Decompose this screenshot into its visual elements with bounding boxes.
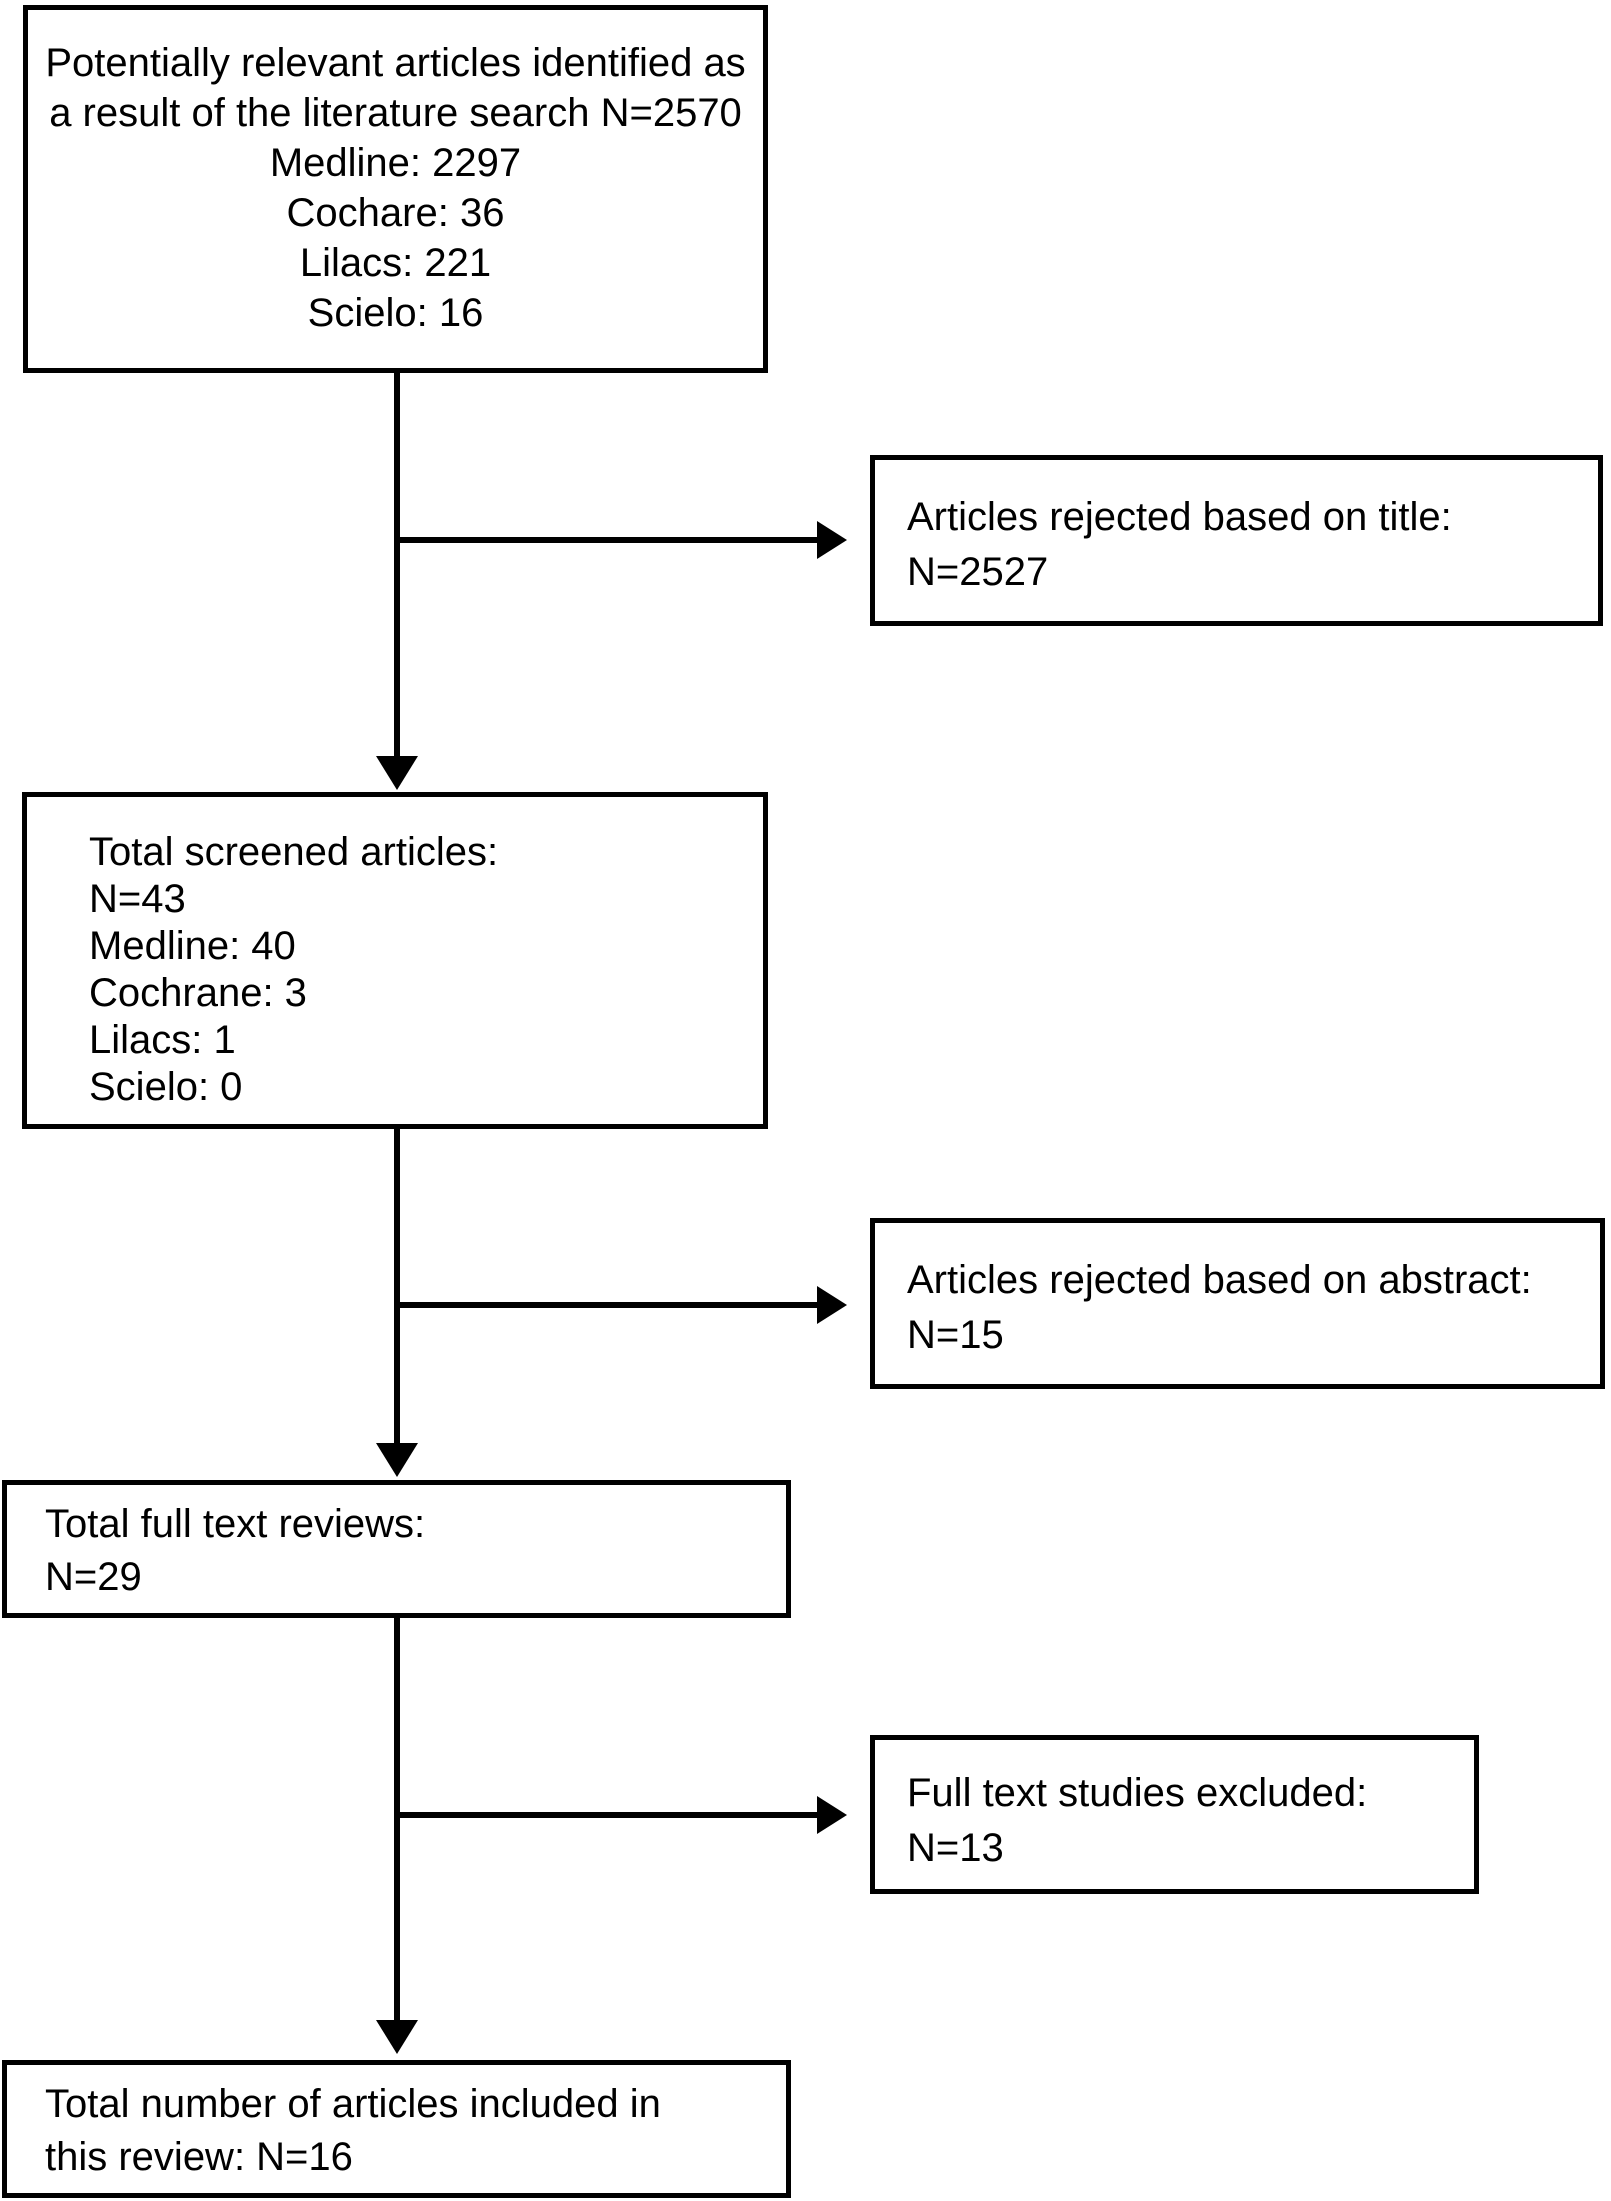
connector-vertical-line (394, 372, 400, 760)
box-text-line: Cochare: 36 (286, 191, 505, 235)
box-full-text-excluded: Full text studies excluded: N=13 (870, 1735, 1479, 1894)
box-text-line: Cochrane: 3 (89, 971, 307, 1015)
box-text-line: Articles rejected based on abstract: (907, 1258, 1532, 1302)
box-text-line: N=15 (907, 1313, 1004, 1357)
arrow-down-icon (376, 2020, 418, 2054)
arrow-right-icon (817, 1796, 847, 1834)
box-text-line: Total screened articles: (89, 830, 499, 874)
box-text-line: N=2527 (907, 550, 1049, 594)
connector-vertical-line (394, 1616, 400, 2022)
box-text-line: Full text studies excluded: (907, 1771, 1368, 1815)
connector-horizontal-line (394, 537, 818, 543)
box-text-line: Medline: 40 (89, 924, 296, 968)
box-text-line: Total number of articles included in (45, 2082, 661, 2126)
arrow-down-icon (376, 756, 418, 790)
box-text-line: N=13 (907, 1826, 1004, 1870)
connector-vertical-line (394, 1127, 400, 1447)
box-identified-articles: Potentially relevant articles identified… (23, 5, 768, 373)
arrow-right-icon (817, 521, 847, 559)
box-text-line: Medline: 2297 (269, 141, 522, 185)
box-text-line: a result of the literature search N=2570 (49, 91, 742, 135)
connector-horizontal-line (394, 1302, 818, 1308)
box-text-line: Scielo: 0 (89, 1065, 243, 1109)
connector-horizontal-line (394, 1812, 818, 1818)
box-included-articles: Total number of articles included in thi… (2, 2060, 791, 2198)
box-rejected-by-title: Articles rejected based on title: N=2527 (870, 455, 1603, 626)
box-text-line: Scielo: 16 (307, 291, 484, 335)
box-text-line: Lilacs: 221 (299, 241, 492, 285)
box-text-line: Lilacs: 1 (89, 1018, 236, 1062)
box-rejected-by-abstract: Articles rejected based on abstract: N=1… (870, 1218, 1605, 1389)
box-screened-articles: Total screened articles: N=43 Medline: 4… (22, 792, 768, 1129)
box-text-line: N=29 (45, 1555, 142, 1599)
box-text-line: this review: N=16 (45, 2135, 353, 2179)
box-full-text-reviews: Total full text reviews: N=29 (2, 1480, 791, 1618)
arrow-down-icon (376, 1443, 418, 1477)
box-text-line: N=43 (89, 877, 186, 921)
box-text-line: Potentially relevant articles identified… (45, 41, 746, 85)
arrow-right-icon (817, 1286, 847, 1324)
box-text-line: Articles rejected based on title: (907, 495, 1452, 539)
box-text-line: Total full text reviews: (45, 1502, 426, 1546)
